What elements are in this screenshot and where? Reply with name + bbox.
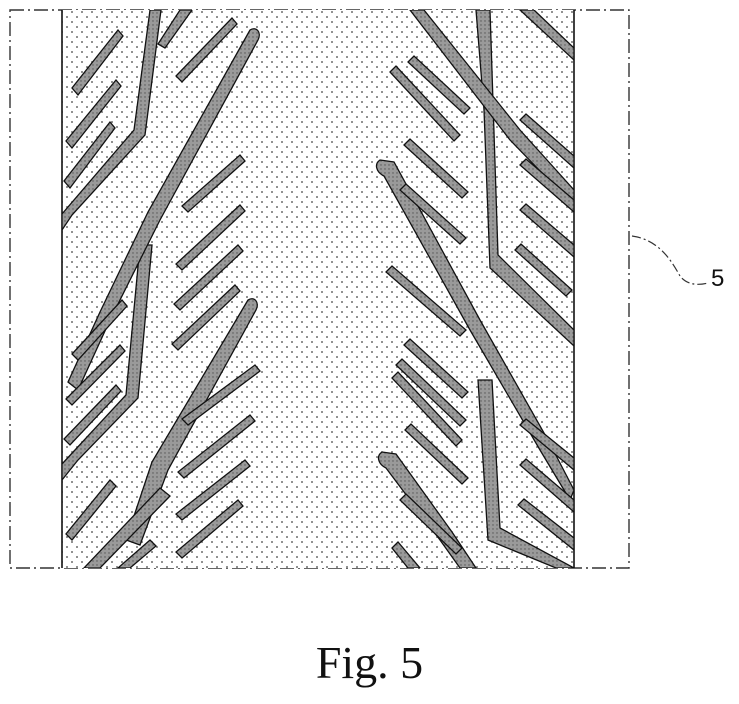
figure-caption: Fig. 5 <box>0 636 739 689</box>
reference-numeral-label: 5 <box>711 265 724 293</box>
reference-leader-line <box>632 236 708 284</box>
